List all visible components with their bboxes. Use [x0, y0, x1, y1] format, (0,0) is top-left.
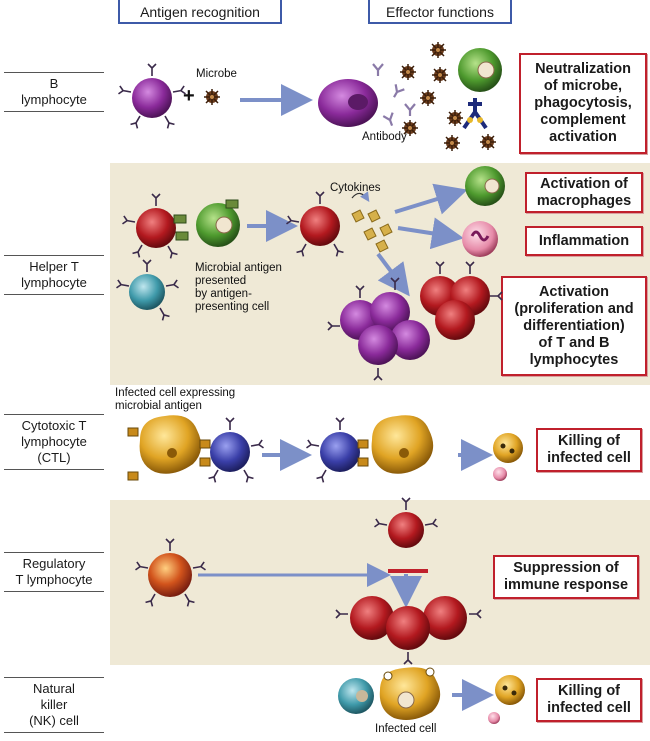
header-antigen-recognition: Antigen recognition	[118, 0, 282, 24]
effector-activation-macrophages: Activation of macrophages	[525, 172, 643, 213]
nk-dying-cell-icon	[488, 675, 525, 724]
plasma-cell-icon	[318, 79, 378, 127]
label-microbial-antigen: Microbial antigen presented by antigen- …	[195, 262, 282, 313]
arrow-icon	[376, 252, 410, 297]
microbe-icon	[203, 88, 221, 106]
arrow-icon	[397, 217, 464, 250]
ctl-binding-infected-icon	[305, 415, 434, 484]
effector-nk-killing: Killing of infected cell	[536, 678, 642, 722]
cytokines-icon	[351, 191, 393, 253]
proliferating-lymphocytes-icon	[327, 261, 503, 381]
arrow-icon	[394, 183, 468, 215]
effector-ctl-killing: Killing of infected cell	[536, 428, 642, 472]
helper-t-cell-icon	[121, 193, 189, 260]
activated-macrophage-icon	[465, 166, 505, 206]
label-antibody: Antibody	[362, 131, 407, 143]
label-infected-cell: Infected cell	[375, 723, 437, 735]
cell-name-nk: Natural killer (NK) cell	[4, 677, 104, 733]
dying-cell-icon	[493, 433, 523, 481]
label-plus: +	[183, 85, 195, 107]
regulatory-t-cell-icon	[134, 538, 207, 608]
cell-name-b-lymphocyte: B lymphocyte	[4, 72, 104, 112]
cell-name-regulatory-t: Regulatory T lymphocyte	[4, 552, 104, 592]
label-microbe: Microbe	[196, 68, 237, 80]
label-cytokines: Cytokines	[330, 182, 381, 194]
nk-infected-cell-icon	[379, 667, 441, 720]
antigen-presenting-cell-icon	[196, 199, 240, 247]
effector-suppression: Suppression of immune response	[493, 555, 639, 599]
effector-neutralization: Neutralization of microbe, phagocytosis,…	[519, 53, 647, 154]
cell-name-helper-t: Helper T lymphocyte	[4, 255, 104, 295]
b-cell-icon	[117, 63, 187, 130]
header-effector-functions: Effector functions	[368, 0, 512, 24]
activated-helper-t-icon	[285, 191, 345, 258]
macrophage-icon	[458, 48, 502, 130]
effector-t-cell-icon	[373, 497, 439, 548]
header-effector-functions-label: Effector functions	[386, 4, 494, 20]
cell-name-ctl: Cytotoxic T lymphocyte (CTL)	[4, 414, 104, 470]
nk-cell-icon	[338, 678, 374, 714]
label-infected-cell-expressing: Infected cell expressing microbial antig…	[115, 387, 236, 412]
suppressed-t-cells-icon	[335, 596, 482, 665]
naive-t-cell-icon	[115, 259, 180, 322]
neutrophil-icon	[462, 221, 498, 257]
ctl-cell-icon	[207, 417, 265, 484]
effector-inflammation: Inflammation	[525, 226, 643, 256]
header-antigen-recognition-label: Antigen recognition	[140, 4, 260, 20]
effector-activation-t-b: Activation (proliferation and differenti…	[501, 276, 647, 376]
infected-cell-icon	[127, 415, 211, 481]
